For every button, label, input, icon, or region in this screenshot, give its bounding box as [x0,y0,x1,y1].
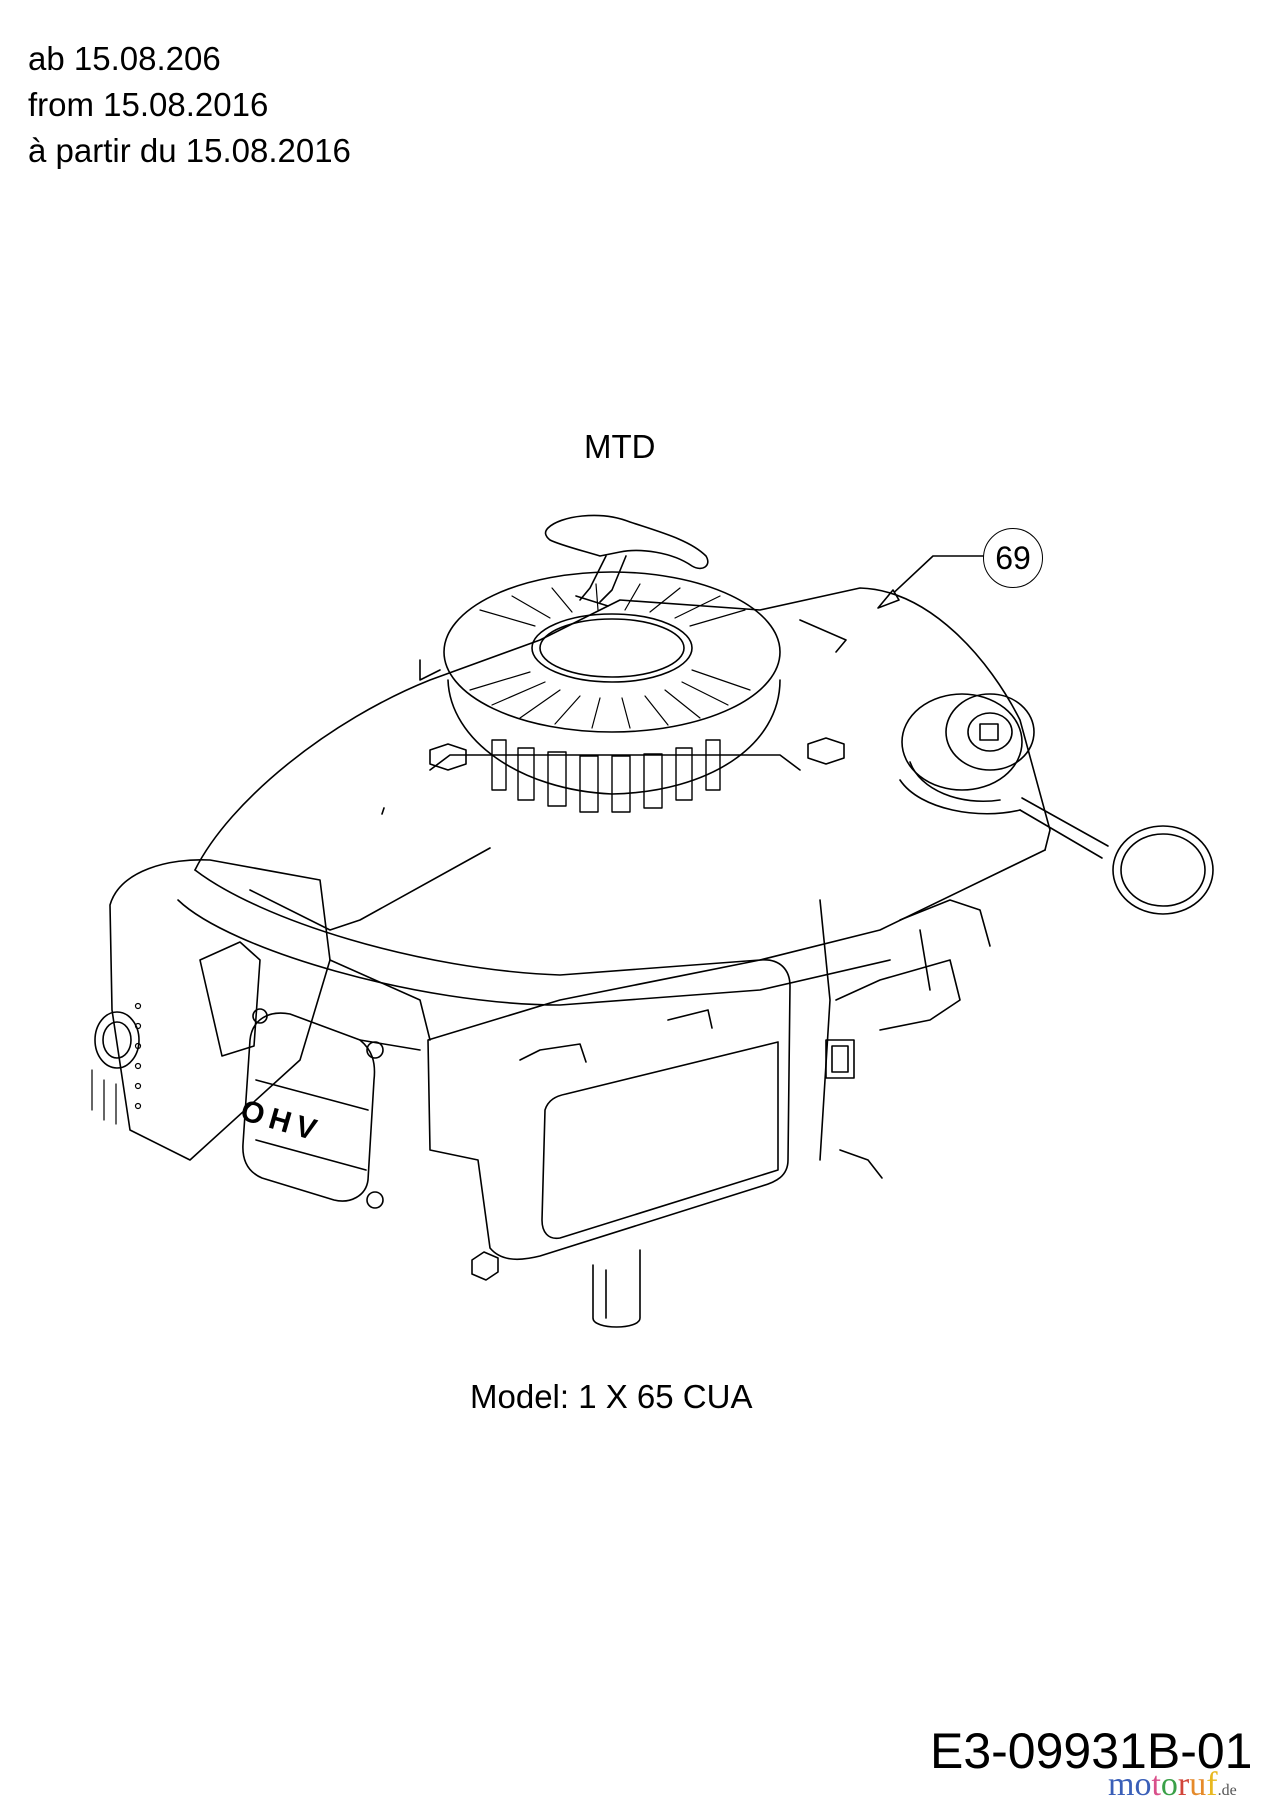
watermark-letter: u [1189,1766,1207,1803]
watermark-letter: o [1134,1766,1152,1803]
engine-right-side [820,900,990,1178]
watermark-letter: r [1177,1766,1190,1803]
kill-switch [826,1040,854,1078]
callout-69[interactable]: 69 [983,528,1043,588]
model-label: Model: 1 X 65 CUA [470,1378,753,1415]
watermark-letter: t [1151,1766,1161,1803]
watermark-letter: o [1160,1766,1178,1803]
document-number: E3-09931B-01 [930,1723,1253,1779]
date-line-de: ab 15.08.206 [28,40,221,77]
watermark-letter: f [1206,1766,1218,1803]
engine-shroud [178,588,1050,1005]
engine-block-details [330,620,846,1050]
watermark-suffix: .de [1217,1782,1237,1799]
crankshaft [472,1250,640,1327]
starter-handle [546,515,708,606]
watermark-letter: m [1108,1766,1135,1803]
date-line-fr: à partir du 15.08.2016 [28,132,351,169]
revision-date-header: ab 15.08.206 from 15.08.2016 à partir du… [28,36,351,174]
callout-number: 69 [995,539,1031,576]
fuel-cap [900,694,1034,814]
brand-label: MTD [584,428,656,465]
date-line-en: from 15.08.2016 [28,86,269,123]
recoil-starter [430,572,844,812]
fuel-cap-key-ring [1020,798,1213,914]
air-filter [428,960,790,1259]
callout-leader-arrow [878,556,983,608]
motoruf-watermark: motoruf.de [1108,1768,1237,1802]
valve-cover [243,1009,383,1208]
